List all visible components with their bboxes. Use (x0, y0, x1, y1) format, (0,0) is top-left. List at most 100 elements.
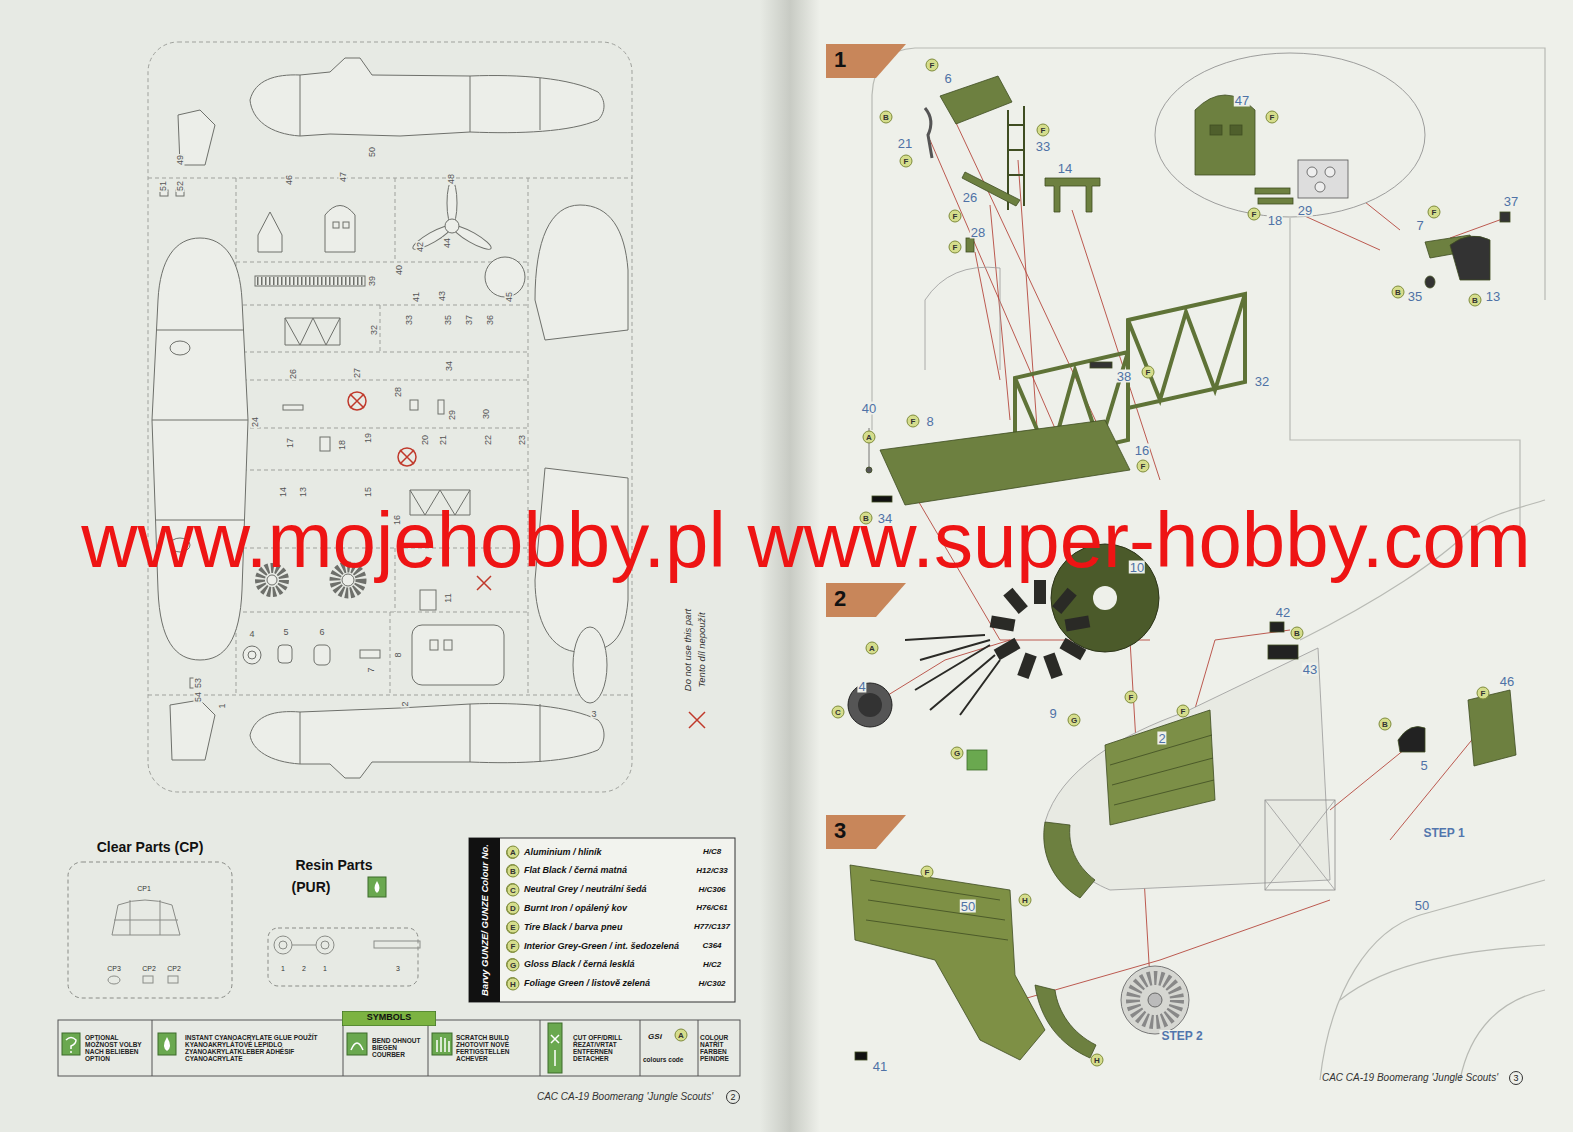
legend-text: Flat Black / černá matná (524, 866, 627, 875)
callout-number: 34 (877, 512, 893, 525)
part-number: 43 (438, 290, 447, 302)
colour-code: C (832, 706, 845, 719)
sprue-part (300, 704, 540, 764)
cockpit-part (1500, 212, 1510, 222)
callout-number: 50 (1414, 899, 1430, 912)
sprue-part (438, 400, 444, 414)
symbols-box (62, 1033, 80, 1055)
sprue-part (314, 645, 330, 665)
cockpit-part (1155, 53, 1425, 217)
sprue-part (412, 625, 504, 685)
cockpit-part (1008, 106, 1024, 210)
part-number: 32 (370, 324, 379, 336)
part-number: 30 (482, 408, 491, 420)
watermark: www.mojehobby.pl www.super-hobby.com (81, 501, 1531, 579)
fuselage-part (866, 880, 1008, 940)
fuselage-outline (1320, 880, 1545, 1080)
resin-parts (268, 928, 418, 986)
legend-text: Interior Grey-Green / int. šedozelená (524, 942, 679, 951)
footer-text: CAC CA-19 Boomerang 'Jungle Scouts' (537, 1092, 713, 1102)
engine-part (1003, 588, 1028, 614)
part-number: 28 (394, 386, 403, 398)
callout-number: 4 (857, 680, 866, 693)
cockpit-part (1450, 236, 1490, 280)
part-number: 3 (396, 965, 400, 972)
callout-number: 8 (925, 415, 934, 428)
cockpit-part (1090, 362, 1112, 368)
engine-part (1034, 580, 1046, 604)
sprue-part (320, 437, 330, 451)
legend-text: Aluminium / hliník (524, 848, 602, 857)
part-number: 20 (421, 434, 430, 446)
sprue-part (285, 318, 340, 345)
fuselage-part (1268, 645, 1298, 659)
symbols-box (347, 1033, 367, 1055)
do-not-use-mark (348, 392, 366, 410)
do-not-use-mark (350, 394, 364, 408)
leader-line (1018, 160, 1040, 470)
sprue-part (257, 277, 363, 285)
cockpit-part (1255, 188, 1290, 194)
symbol-text: BEND OHNOUT BIEGEN COURBER (372, 1037, 422, 1058)
part-number: 3 (590, 710, 597, 719)
cockpit-part (1298, 160, 1348, 198)
part-number: 44 (443, 237, 452, 249)
symbols-box (548, 1023, 562, 1073)
engine-part (1148, 993, 1162, 1007)
cockpit-part (880, 420, 1130, 505)
engine-part (848, 683, 892, 727)
clear-parts (68, 862, 232, 998)
callout-number: 47 (1234, 94, 1250, 107)
sprue-frame (148, 178, 632, 695)
callout-number: 40 (861, 402, 877, 415)
colour-code-number: H/C306 (698, 886, 725, 894)
resin-parts (274, 936, 292, 954)
colour-code-number: H/C302 (698, 980, 725, 988)
colour-code: B (860, 512, 873, 525)
part-number: 35 (444, 314, 453, 326)
colour-code: F (1177, 705, 1190, 718)
legend-text: Foliage Green / listově zelená (524, 979, 650, 988)
colour-code-number: GSi (648, 1033, 662, 1041)
fuselage-outline (872, 48, 1545, 430)
callout-number: 18 (1267, 214, 1283, 227)
part-number: 47 (339, 171, 348, 183)
callout-number: 46 (1499, 675, 1515, 688)
colour-code: F (926, 59, 939, 72)
fuselage-part (1110, 735, 1214, 805)
colour-code: D (507, 902, 520, 915)
sprue-part (152, 330, 248, 520)
part-number: 42 (416, 241, 425, 253)
cockpit-part (925, 267, 1000, 370)
part-number: CP2 (142, 965, 156, 972)
legend-text: Neutral Grey / neutrální šedá (524, 885, 647, 894)
callout-number: 32 (1254, 375, 1270, 388)
part-number: 29 (448, 409, 457, 421)
step-badge: 3 (826, 815, 906, 849)
step-label: STEP 2 (1159, 1030, 1204, 1042)
callout-number: 42 (1275, 606, 1291, 619)
part-number: 1 (218, 702, 227, 709)
colour-code-number: H/C8 (703, 848, 721, 856)
part-number: 48 (447, 173, 456, 185)
sprue-part (325, 206, 355, 253)
node-text: SYMBOLS (342, 1011, 436, 1022)
sprue-part (360, 650, 380, 658)
colour-legend-box (469, 838, 735, 1002)
page-number: 2 (726, 1090, 740, 1104)
symbol-text: OPTIONAL MOŽNOST VOLBY NACH BELIEBEN OPT… (85, 1034, 149, 1063)
step-badge: 2 (826, 583, 906, 617)
fuselage-part (1044, 822, 1095, 898)
part-number: 37 (465, 314, 474, 326)
section-heading: (PUR) (292, 880, 331, 894)
leader-line (1450, 218, 1505, 238)
colour-code: H (1091, 1054, 1104, 1067)
engine-part (990, 615, 1016, 631)
callout-number: 9 (1048, 707, 1057, 720)
node-text: Barvy GUNZE/ GUNZE Colour No. (480, 844, 490, 996)
sprue-part (258, 212, 282, 252)
callout-number: 35 (1407, 290, 1423, 303)
part-number: 5 (282, 628, 289, 637)
part-number: 41 (412, 291, 421, 303)
